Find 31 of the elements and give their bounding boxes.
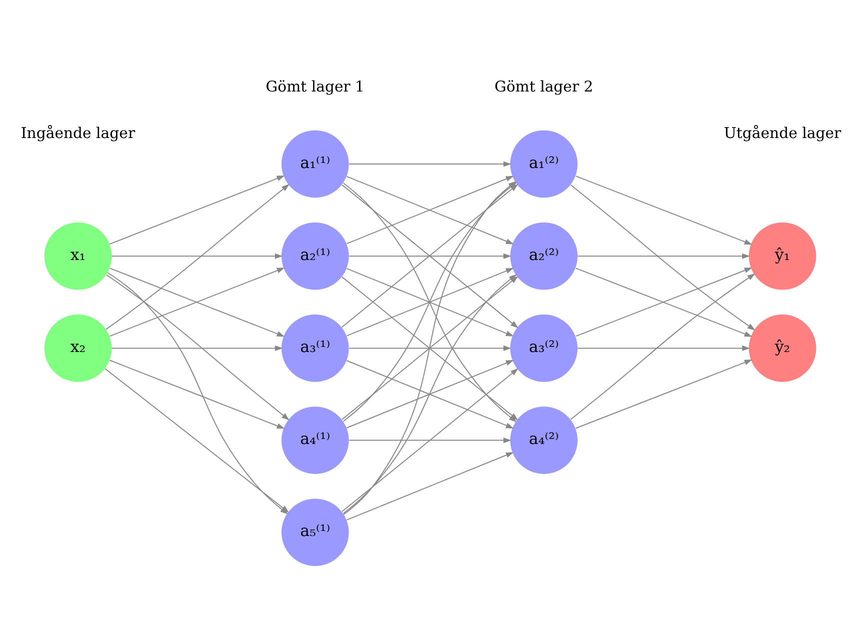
arrow: [111, 344, 283, 350]
arrow: [570, 272, 756, 420]
node-circle: a₂⁽¹⁾: [281, 222, 349, 290]
arrow: [346, 360, 514, 428]
label: Utgående lager: [724, 123, 842, 142]
arrow: [577, 252, 750, 258]
label: Ingående lager: [20, 123, 136, 142]
node-circle: x₂: [44, 314, 112, 382]
arrow: [348, 437, 512, 443]
arrow: [109, 175, 285, 244]
arrow: [346, 452, 514, 520]
arrow: [346, 175, 514, 244]
arrow: [106, 274, 290, 420]
node-circle: ŷ₁: [748, 222, 816, 290]
arrow: [111, 252, 283, 258]
arrow: [109, 359, 285, 428]
arrow: [348, 344, 512, 350]
label: Gömt lager 1: [266, 76, 364, 95]
arrow: [575, 175, 752, 244]
arrow: [109, 267, 285, 336]
node-circle: a₃⁽¹⁾: [281, 314, 349, 382]
node-circle: x₁: [44, 222, 112, 290]
arrow: [104, 368, 290, 512]
node-circle: ŷ₂: [748, 314, 816, 382]
arrow: [575, 359, 752, 428]
arrow: [577, 344, 750, 350]
arrow: [570, 184, 756, 330]
arrow: [106, 183, 290, 330]
arrow: [348, 252, 512, 258]
label: Gömt lager 2: [494, 76, 594, 95]
arrow: [348, 160, 512, 166]
